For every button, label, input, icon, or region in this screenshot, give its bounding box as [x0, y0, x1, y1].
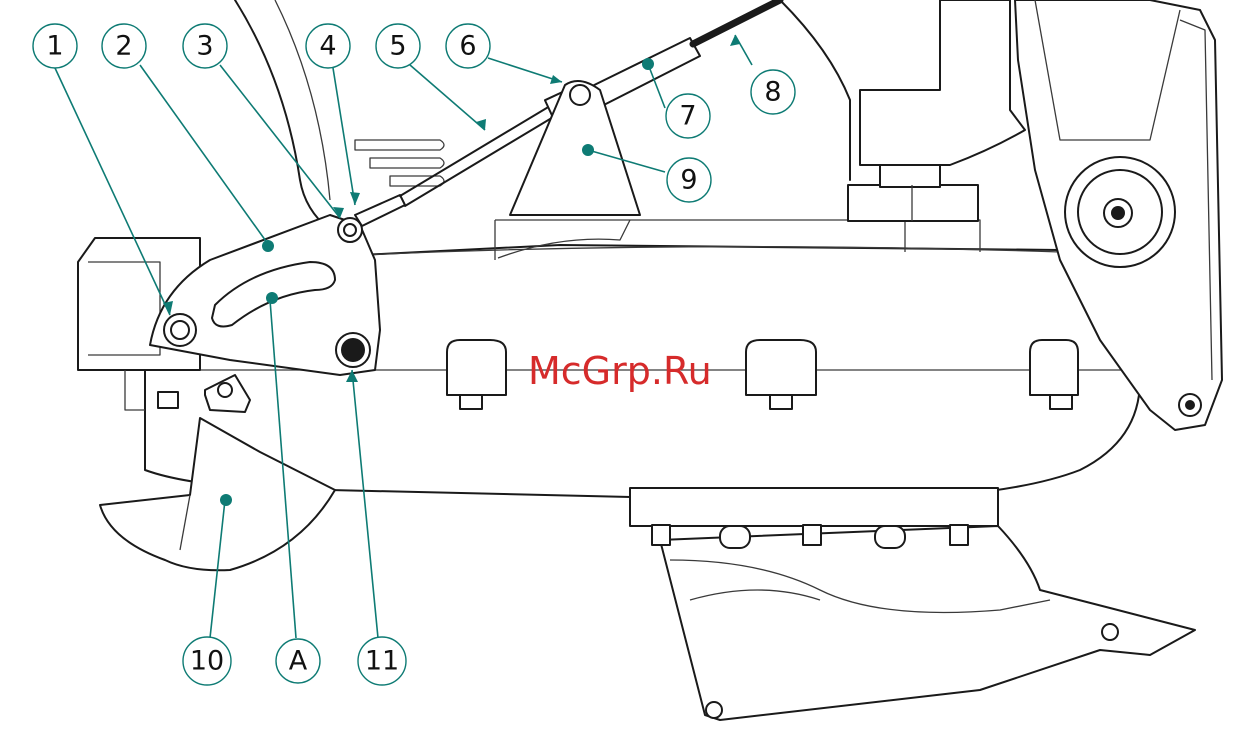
callout-5: 5 — [376, 24, 420, 68]
callout-6: 6 — [446, 24, 490, 68]
leader-6 — [488, 58, 562, 82]
callout-1: 1 — [33, 24, 77, 68]
leader-2 — [140, 65, 268, 244]
leader-8 — [735, 35, 752, 65]
upper-frame — [780, 0, 1025, 221]
callout-9: 9 — [667, 158, 711, 202]
cable-bracket — [510, 81, 640, 215]
callout-label-1: 1 — [46, 31, 63, 62]
lower-fin — [630, 488, 1195, 720]
callout-label-11: 11 — [365, 646, 399, 677]
callout-11: 11 — [358, 637, 406, 685]
callout-8: 8 — [751, 70, 795, 114]
watermark-text: McGrp.Ru — [528, 349, 712, 393]
callout-2: 2 — [102, 24, 146, 68]
leader-5 — [410, 65, 485, 130]
callout-label-8: 8 — [764, 77, 781, 108]
callout-label-5: 5 — [389, 31, 406, 62]
callout-label-10: 10 — [190, 646, 224, 677]
callout-label-A: A — [289, 646, 308, 677]
callout-label-6: 6 — [459, 31, 476, 62]
callout-label-3: 3 — [196, 31, 213, 62]
callout-10: 10 — [183, 637, 231, 685]
callout-label-2: 2 — [115, 31, 132, 62]
callout-label-7: 7 — [679, 101, 696, 132]
callout-A: A — [276, 639, 320, 683]
callout-label-9: 9 — [680, 165, 697, 196]
leader-4 — [333, 68, 355, 205]
callout-label-4: 4 — [319, 31, 336, 62]
callout-4: 4 — [306, 24, 350, 68]
callout-3: 3 — [183, 24, 227, 68]
callout-7: 7 — [666, 94, 710, 138]
